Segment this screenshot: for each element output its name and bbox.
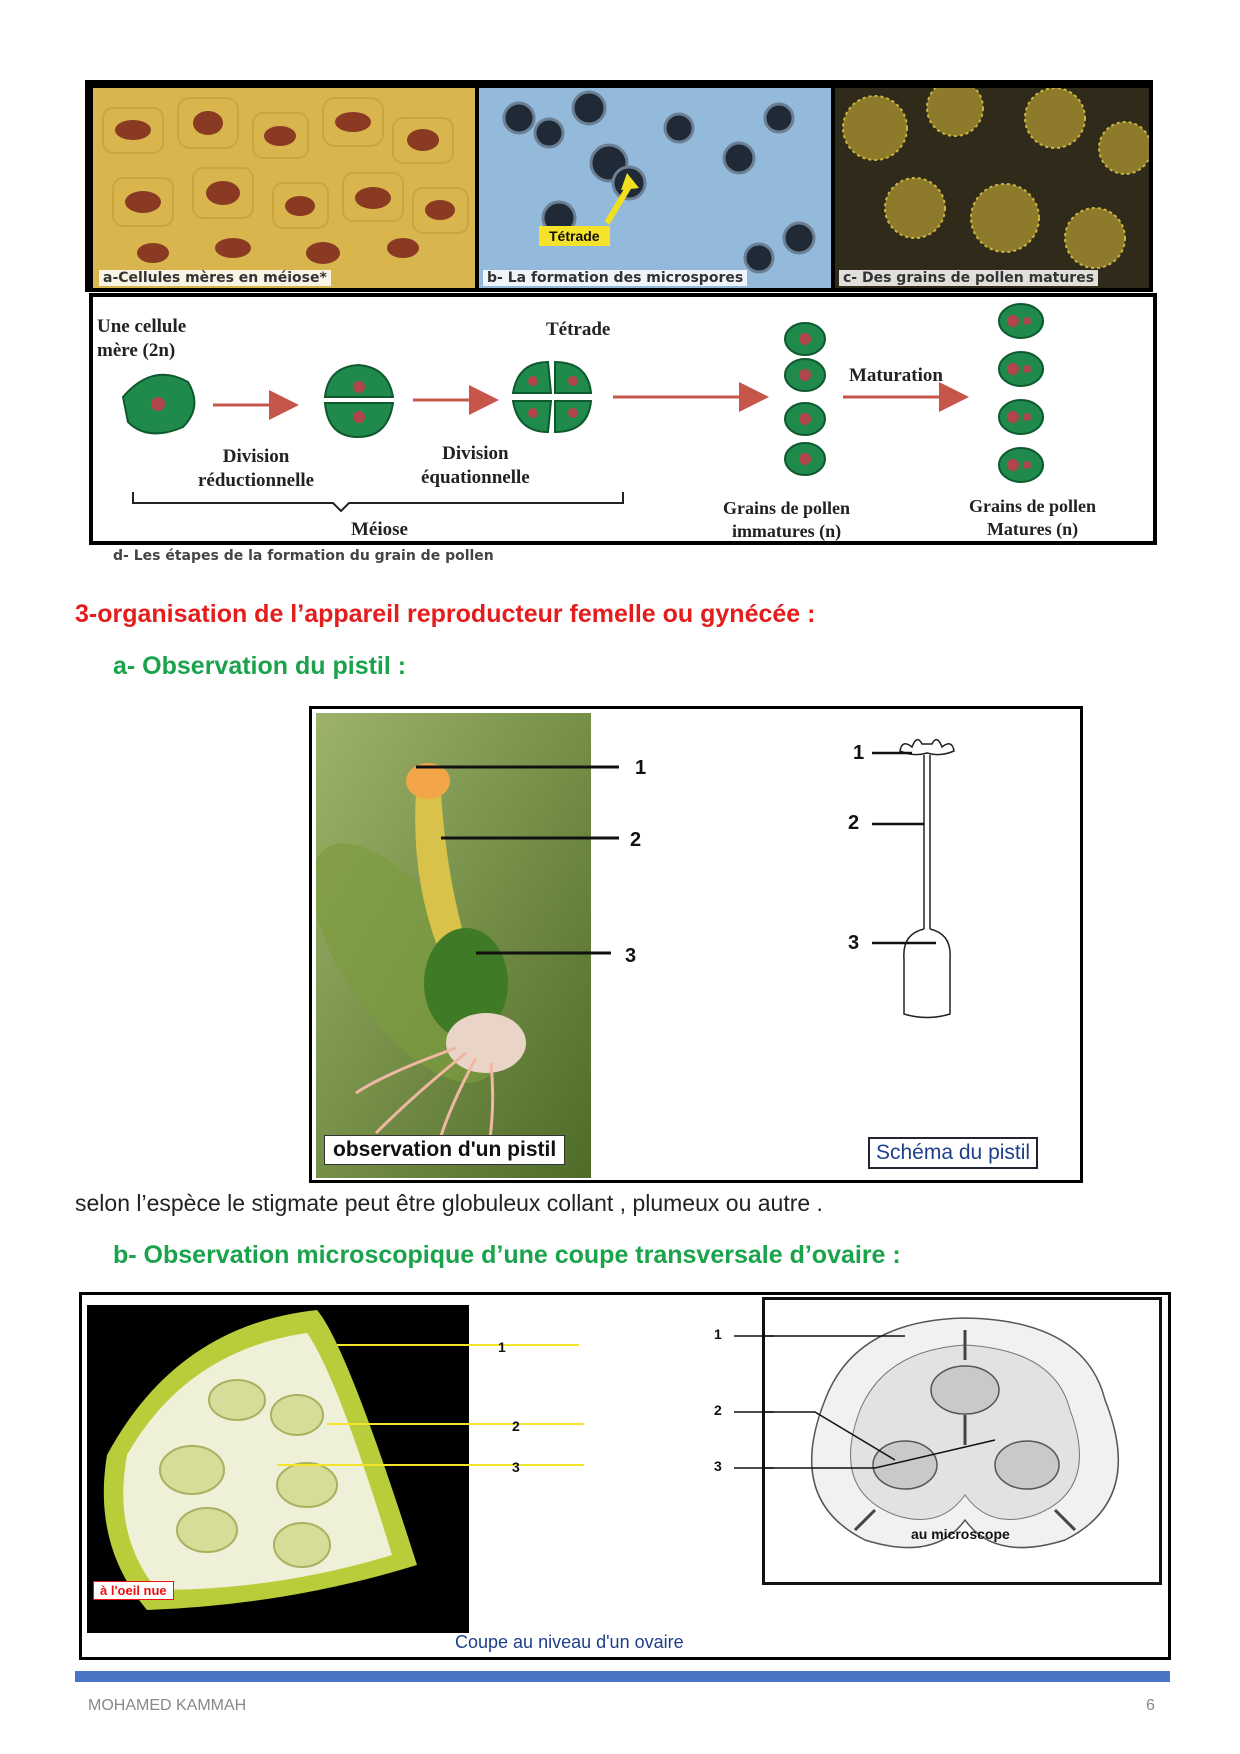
footer-author: MOHAMED KAMMAH (88, 1697, 247, 1714)
diagram-caption: d- Les étapes de la formation du grain d… (113, 548, 494, 564)
stigma-paragraph: selon l’espèce le stigmate peut être glo… (75, 1190, 823, 1216)
pistil-schema-label-3: 3 (848, 932, 860, 954)
naked-eye-caption: à l'oeil nue (93, 1581, 174, 1600)
pistil-photo-label-3: 3 (625, 945, 637, 967)
footer-page-number: 6 (1146, 1697, 1155, 1714)
pistil-schema-drawing (872, 738, 955, 1019)
pistil-photo: observation d'un pistil (316, 713, 591, 1178)
pistil-figure: observation d'un pistil 1 2 3 1 2 3 Sché… (309, 706, 1083, 1183)
mature-pollen-image (835, 88, 1149, 288)
ovary-photo-leaders (469, 1344, 584, 1466)
ovary-schema-label-3: 3 (714, 1458, 722, 1474)
ovary-figure-caption: Coupe au niveau d'un ovaire (455, 1632, 684, 1652)
pistil-schema-label-1: 1 (853, 742, 865, 764)
pistil-photo-label-1: 1 (635, 757, 647, 779)
pistil-photo-image (316, 713, 591, 1178)
immature-grains-label: Grains de pollen immatures (n) (723, 498, 851, 541)
ovary-schema-label-1: 1 (714, 1326, 722, 1342)
tetrade-tag: Tétrade (539, 226, 610, 246)
microscope-caption: au microscope (911, 1526, 1010, 1542)
caption-c: c- Des grains de pollen matures (839, 270, 1099, 286)
mother-cell-label: Une cellule mère (2n) (97, 316, 187, 361)
section-3-title: 3-organisation de l’appareil reproducteu… (75, 600, 816, 628)
microscopy-photo-strip: a-Cellules mères en méiose* Tétrade b- L… (85, 80, 1153, 292)
subsection-a-title: a- Observation du pistil : (113, 652, 407, 680)
pistil-photo-label-2: 2 (630, 829, 642, 851)
photo-cells-meiosis: a-Cellules mères en méiose* (93, 88, 475, 288)
maturation-label: Maturation (849, 365, 943, 386)
ovary-schema-leaders (734, 1335, 774, 1469)
cells-meiosis-image (93, 88, 475, 288)
caption-b: b- La formation des microspores (483, 270, 748, 286)
footer-bar (75, 1671, 1170, 1682)
ovary-photo-label-1: 1 (498, 1339, 506, 1355)
pistil-schema-label-2: 2 (848, 812, 860, 834)
pistil-photo-leaders (591, 765, 619, 955)
division-reductionnelle-label: Division réductionnelle (198, 446, 315, 491)
photo-microspores: Tétrade b- La formation des microspores (479, 88, 831, 288)
meiose-label: Méiose (351, 519, 408, 540)
ovary-schema-label-2: 2 (714, 1402, 722, 1418)
ovary-photo-image (87, 1305, 469, 1633)
division-equationnelle-label: Division équationnelle (421, 443, 530, 488)
pollen-formation-diagram: Une cellule mère (2n) Tétrade Division r… (89, 293, 1157, 545)
diagram-graphics (121, 303, 1044, 513)
ovary-microscope-drawing (765, 1317, 1120, 1549)
ovary-photo-label-3: 3 (512, 1459, 520, 1475)
ovary-photo: à l'oeil nue (87, 1305, 469, 1633)
subsection-b-title: b- Observation microscopique d’une coupe… (113, 1241, 901, 1269)
photo-mature-pollen: c- Des grains de pollen matures (835, 88, 1149, 288)
microscope-panel: au microscope (762, 1297, 1162, 1585)
mature-grains-label: Grains de pollen Matures (n) (969, 496, 1097, 539)
pistil-photo-caption: observation d'un pistil (324, 1135, 566, 1165)
tetrade-label: Tétrade (546, 319, 611, 340)
microspores-image (479, 88, 831, 288)
caption-a: a-Cellules mères en méiose* (99, 270, 331, 286)
ovary-figure: à l'oeil nue 1 2 3 au microscope (79, 1292, 1171, 1660)
ovary-photo-label-2: 2 (512, 1418, 520, 1434)
pistil-schema-caption: Schéma du pistil (868, 1137, 1039, 1169)
